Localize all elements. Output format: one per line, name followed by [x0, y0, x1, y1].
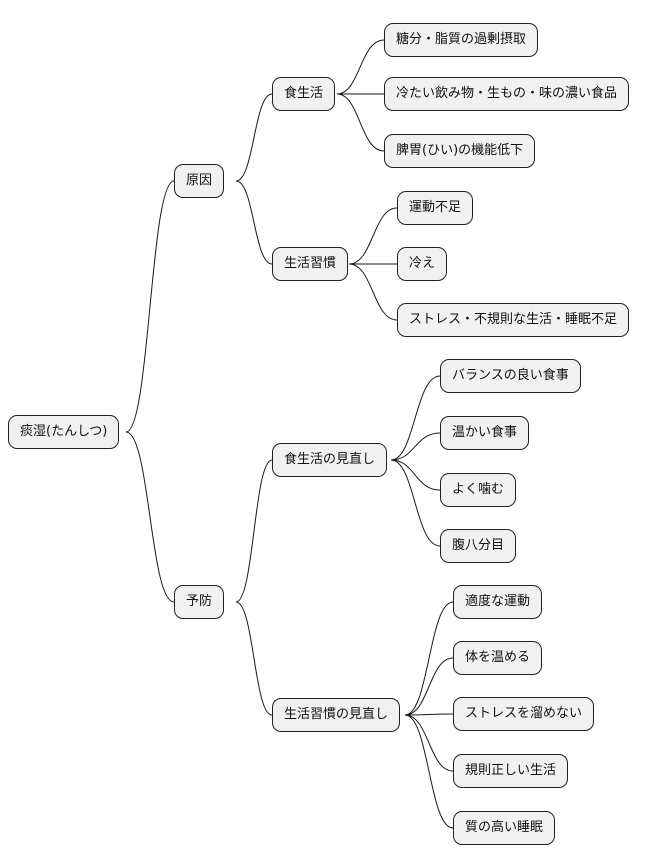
leaf-node: 運動不足	[397, 191, 474, 225]
group-node-diet: 食生活	[272, 77, 336, 111]
group-node-lifestyle-review: 生活習慣の見直し	[272, 698, 401, 732]
leaf-node: 腹八分目	[440, 529, 517, 563]
leaf-node: 脾胃(ひい)の機能低下	[384, 134, 536, 168]
leaf-node: ストレス・不規則な生活・睡眠不足	[397, 303, 630, 337]
leaf-node: 冷たい飲み物・生もの・味の濃い食品	[384, 77, 630, 111]
leaf-node: よく噛む	[440, 473, 517, 507]
leaf-node: 質の高い睡眠	[453, 811, 556, 845]
leaf-node: 温かい食事	[440, 416, 530, 450]
leaf-node: バランスの良い食事	[440, 359, 581, 393]
root-node: 痰湿(たんしつ)	[8, 415, 120, 449]
branch-node-prevention: 予防	[174, 585, 225, 619]
leaf-node: ストレスを溜めない	[453, 697, 595, 731]
leaf-node: 適度な運動	[453, 585, 543, 619]
leaf-node: 体を温める	[453, 641, 543, 675]
leaf-node: 規則正しい生活	[453, 754, 569, 788]
leaf-node: 糖分・脂質の過剰摂取	[384, 23, 539, 57]
group-node-lifestyle: 生活習慣	[272, 247, 349, 281]
branch-node-cause: 原因	[174, 164, 225, 198]
group-node-diet-review: 食生活の見直し	[272, 443, 388, 477]
leaf-node: 冷え	[397, 247, 448, 281]
